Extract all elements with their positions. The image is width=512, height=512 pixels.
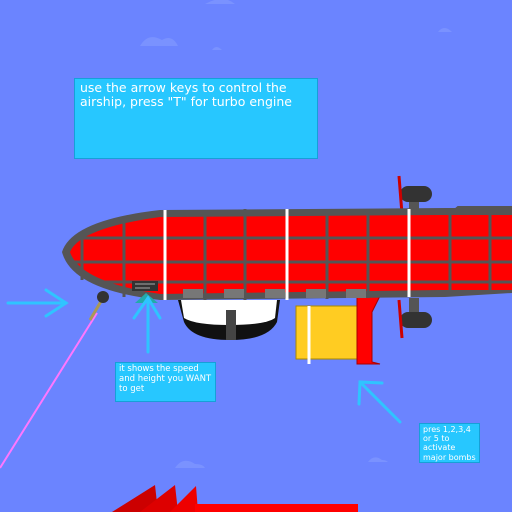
controls-hint-text: use the arrow keys to control the airshi… <box>80 80 292 110</box>
controls-hint: use the arrow keys to control the airshi… <box>74 78 318 159</box>
speed-hint-text: it shows the speed and height you WANT t… <box>119 364 212 394</box>
gondola <box>178 300 280 340</box>
bombs-hint-text: pres 1,2,3,4 or 5 to activate major bomb… <box>423 425 476 462</box>
bombs-hint: pres 1,2,3,4 or 5 to activate major bomb… <box>419 423 480 463</box>
propeller-bottom <box>397 298 432 339</box>
laser-beam <box>0 312 98 469</box>
speed-hint: it shows the speed and height you WANT t… <box>115 362 216 402</box>
propeller-top <box>397 175 432 218</box>
background-clouds <box>140 0 452 468</box>
gun-turret <box>88 291 109 321</box>
cargo-bay <box>295 295 381 365</box>
arrow-right-icon <box>6 288 69 318</box>
airship-hull <box>62 208 512 300</box>
arrow-up-left-icon <box>357 380 402 424</box>
arrow-up-icon <box>132 295 162 354</box>
ground-vehicle <box>112 485 358 512</box>
